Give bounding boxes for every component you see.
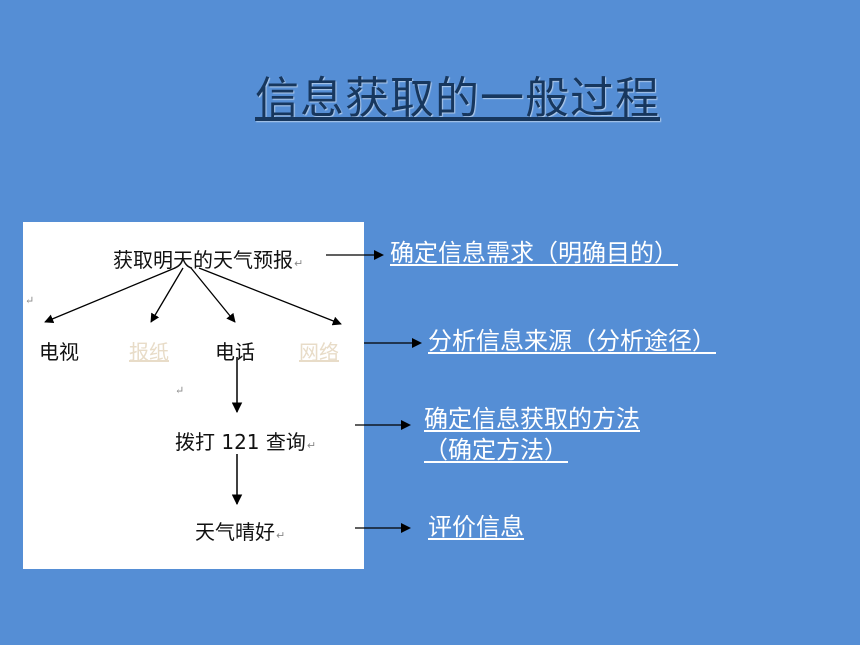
arrow-to-newspaper	[150, 267, 184, 323]
query-node: 拨打 121 查询↵	[175, 430, 317, 454]
return-mark: ↵	[175, 384, 185, 397]
arrow-step-3	[355, 420, 411, 430]
arrow-step-1	[326, 250, 384, 260]
step-define-method-line2: （确定方法）	[424, 436, 568, 465]
step-define-method-line1: 确定信息获取的方法	[424, 405, 640, 433]
return-mark: ↵	[25, 294, 35, 307]
branch-web: 网络	[299, 340, 339, 364]
arrow-step-4	[355, 523, 411, 533]
step-evaluate[interactable]: 评价信息	[428, 513, 524, 541]
arrow-step-2	[364, 338, 422, 348]
step-define-need[interactable]: 确定信息需求（明确目的）	[390, 239, 678, 267]
result-node: 天气晴好↵	[195, 520, 286, 544]
weather-flow-diagram: 获取明天的天气预报↵ ↵ 电视 报纸 电话 网络 ↵ 拨打 121 查询↵ 天气…	[23, 222, 364, 569]
branch-newspaper: 报纸	[129, 340, 169, 364]
tree-connectors	[44, 267, 342, 506]
branch-tv: 电视	[39, 340, 79, 364]
arrow-to-web	[198, 267, 342, 326]
branch-phone: 电话	[215, 340, 255, 364]
page-title: 信息获取的一般过程	[255, 73, 660, 124]
step-define-method[interactable]: 确定信息获取的方法 （确定方法）	[424, 404, 640, 466]
arrow-to-tv	[44, 267, 176, 324]
root-node: 获取明天的天气预报↵	[113, 248, 304, 272]
step-analyze-source[interactable]: 分析信息来源（分析途径）	[428, 327, 716, 355]
arrow-to-phone	[190, 267, 236, 323]
